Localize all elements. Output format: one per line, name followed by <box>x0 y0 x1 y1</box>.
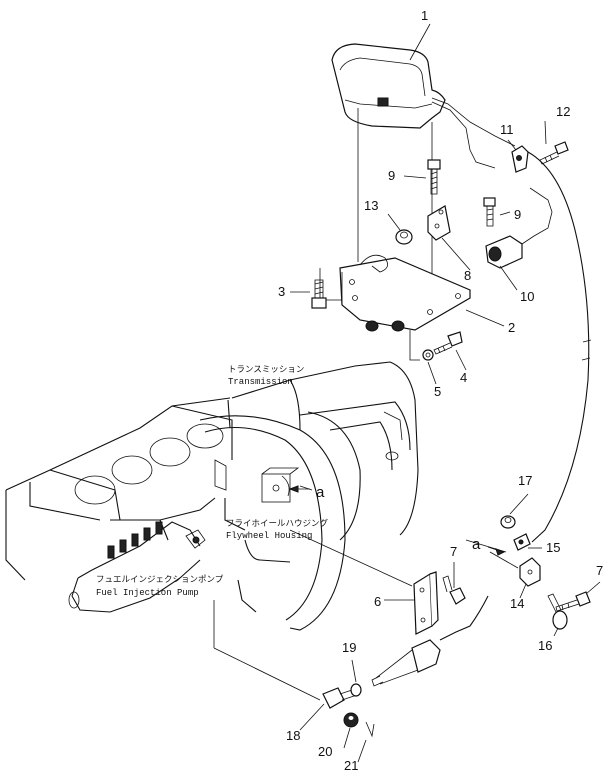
part-number-11: 11 <box>500 122 514 137</box>
fuel-injection-pump <box>68 521 206 613</box>
part-number-20: 20 <box>318 744 332 759</box>
part-number-4: 4 <box>460 370 467 385</box>
flywheel-label-en: Flywheel Housing <box>226 531 312 541</box>
cable-end <box>371 595 489 687</box>
part-number-17: 17 <box>518 473 532 488</box>
part-number-7-middle: 7 <box>450 544 457 559</box>
pump-label-en: Fuel Injection Pump <box>96 588 199 598</box>
part-number-5: 5 <box>434 384 441 399</box>
bolt-4 <box>433 331 463 355</box>
small-bracket <box>427 205 451 241</box>
reference-a-lower: a <box>472 536 481 553</box>
bolt-18 <box>322 687 355 709</box>
clip-11 <box>511 145 529 173</box>
clip-15 <box>513 533 531 551</box>
part-number-7-right: 7 <box>596 563 603 578</box>
nut-13 <box>395 229 413 245</box>
part-number-13: 13 <box>364 198 378 213</box>
part-number-15: 15 <box>546 540 560 555</box>
part-number-10: 10 <box>520 289 534 304</box>
washer-5 <box>422 349 434 361</box>
bolt-3 <box>311 279 327 309</box>
controller-box <box>331 43 516 169</box>
part-number-19: 19 <box>342 640 356 655</box>
part-number-8: 8 <box>464 268 471 283</box>
pump-label-jp: フュエルインジェクションポンプ <box>96 575 224 585</box>
part-number-21: 21 <box>344 758 358 773</box>
part-number-6: 6 <box>374 594 381 609</box>
nut-20 <box>343 712 359 728</box>
transmission <box>227 361 419 541</box>
washer-19 <box>350 683 362 697</box>
bolt-9-lower <box>483 197 496 227</box>
part-number-14: 14 <box>510 596 524 611</box>
bracket-6 <box>413 571 439 635</box>
part-number-12: 12 <box>556 104 570 119</box>
part-number-18: 18 <box>286 728 300 743</box>
reference-a-upper: a <box>316 484 325 501</box>
transmission-label-en: Transmission <box>228 377 293 387</box>
part-number-1: 1 <box>421 8 428 23</box>
part-number-9-lower: 9 <box>514 207 521 222</box>
flywheel-housing <box>199 415 346 631</box>
pin-21 <box>365 721 375 738</box>
part-number-2: 2 <box>508 320 515 335</box>
part-number-3: 3 <box>278 284 285 299</box>
nut-17 <box>500 515 516 529</box>
flywheel-label-jp: フライホイールハウジング <box>226 518 329 529</box>
bolt-12 <box>539 141 569 165</box>
bolt-9-upper <box>427 159 441 195</box>
bolt-16 <box>547 593 568 630</box>
sensor-10 <box>485 187 553 269</box>
mounting-bracket <box>319 254 471 332</box>
bracket-14 <box>519 557 541 587</box>
transmission-label-jp: トランスミッション <box>228 365 304 375</box>
bolt-7-middle <box>442 575 466 605</box>
bolt-7-right <box>555 591 591 612</box>
part-number-16: 16 <box>538 638 552 653</box>
engine-block <box>5 397 246 581</box>
part-number-9-upper: 9 <box>388 168 395 183</box>
